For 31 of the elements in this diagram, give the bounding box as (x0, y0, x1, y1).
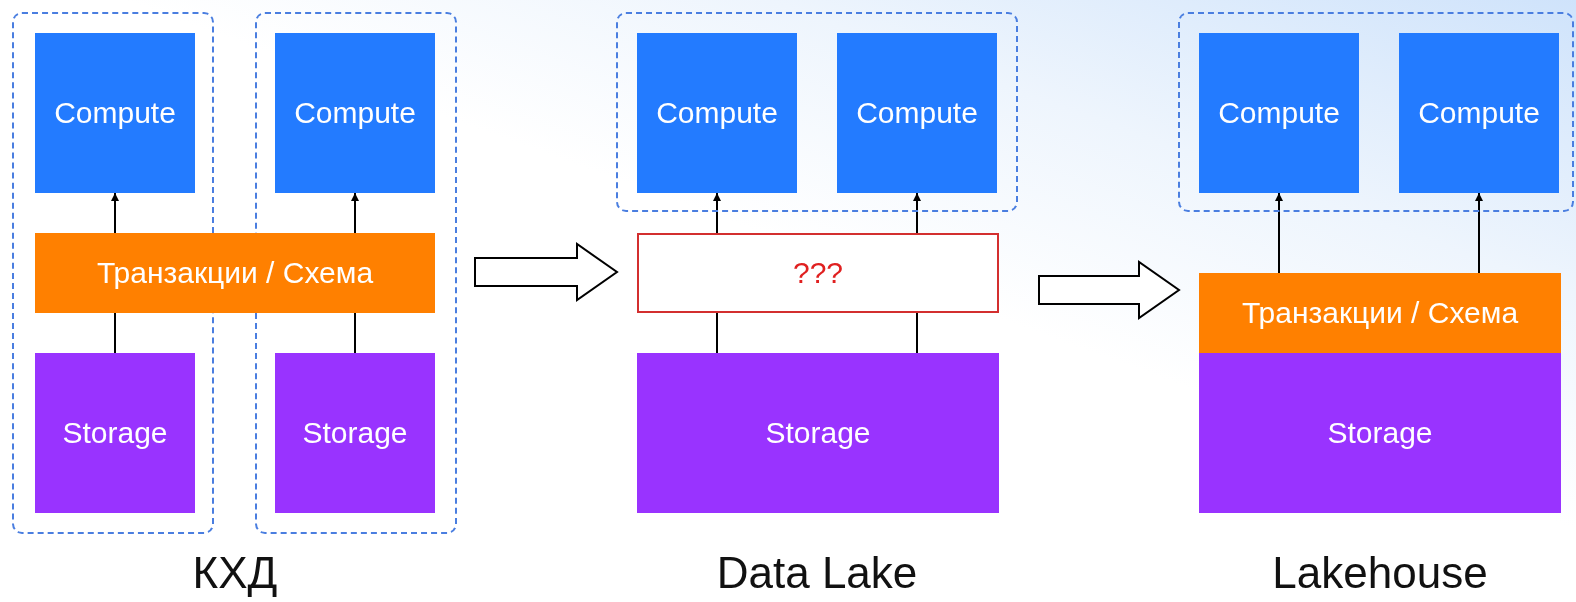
dashed-group-box (616, 12, 1018, 212)
section-caption: КХД (192, 548, 278, 598)
connector-line (354, 312, 356, 354)
connector-line (916, 312, 918, 354)
transaction-schema-bar: Транзакции / Схема (1199, 273, 1561, 353)
arrow (1475, 192, 1483, 274)
compute-box: Compute (1399, 33, 1559, 193)
unknown-layer-box: ??? (637, 233, 999, 313)
arrow (713, 192, 721, 234)
compute-box: Compute (637, 33, 797, 193)
dashed-group-box (255, 12, 457, 534)
arrow (111, 192, 119, 234)
compute-box: Compute (1199, 33, 1359, 193)
connector-line (716, 312, 718, 354)
compute-box: Compute (837, 33, 997, 193)
section-caption: Data Lake (716, 548, 918, 598)
connector-line (114, 312, 116, 354)
arrow (1275, 192, 1283, 274)
compute-box: Compute (35, 33, 195, 193)
compute-box: Compute (275, 33, 435, 193)
dashed-group-box (1178, 12, 1574, 212)
arrow (913, 192, 921, 234)
arrow (351, 192, 359, 234)
storage-box: Storage (35, 353, 195, 513)
storage-box: Storage (637, 353, 999, 513)
block-arrow (1038, 260, 1181, 320)
block-arrow (474, 242, 619, 302)
transaction-schema-bar: Транзакции / Схема (35, 233, 435, 313)
storage-box: Storage (275, 353, 435, 513)
section-caption: Lakehouse (1272, 548, 1488, 598)
storage-box: Storage (1199, 353, 1561, 513)
